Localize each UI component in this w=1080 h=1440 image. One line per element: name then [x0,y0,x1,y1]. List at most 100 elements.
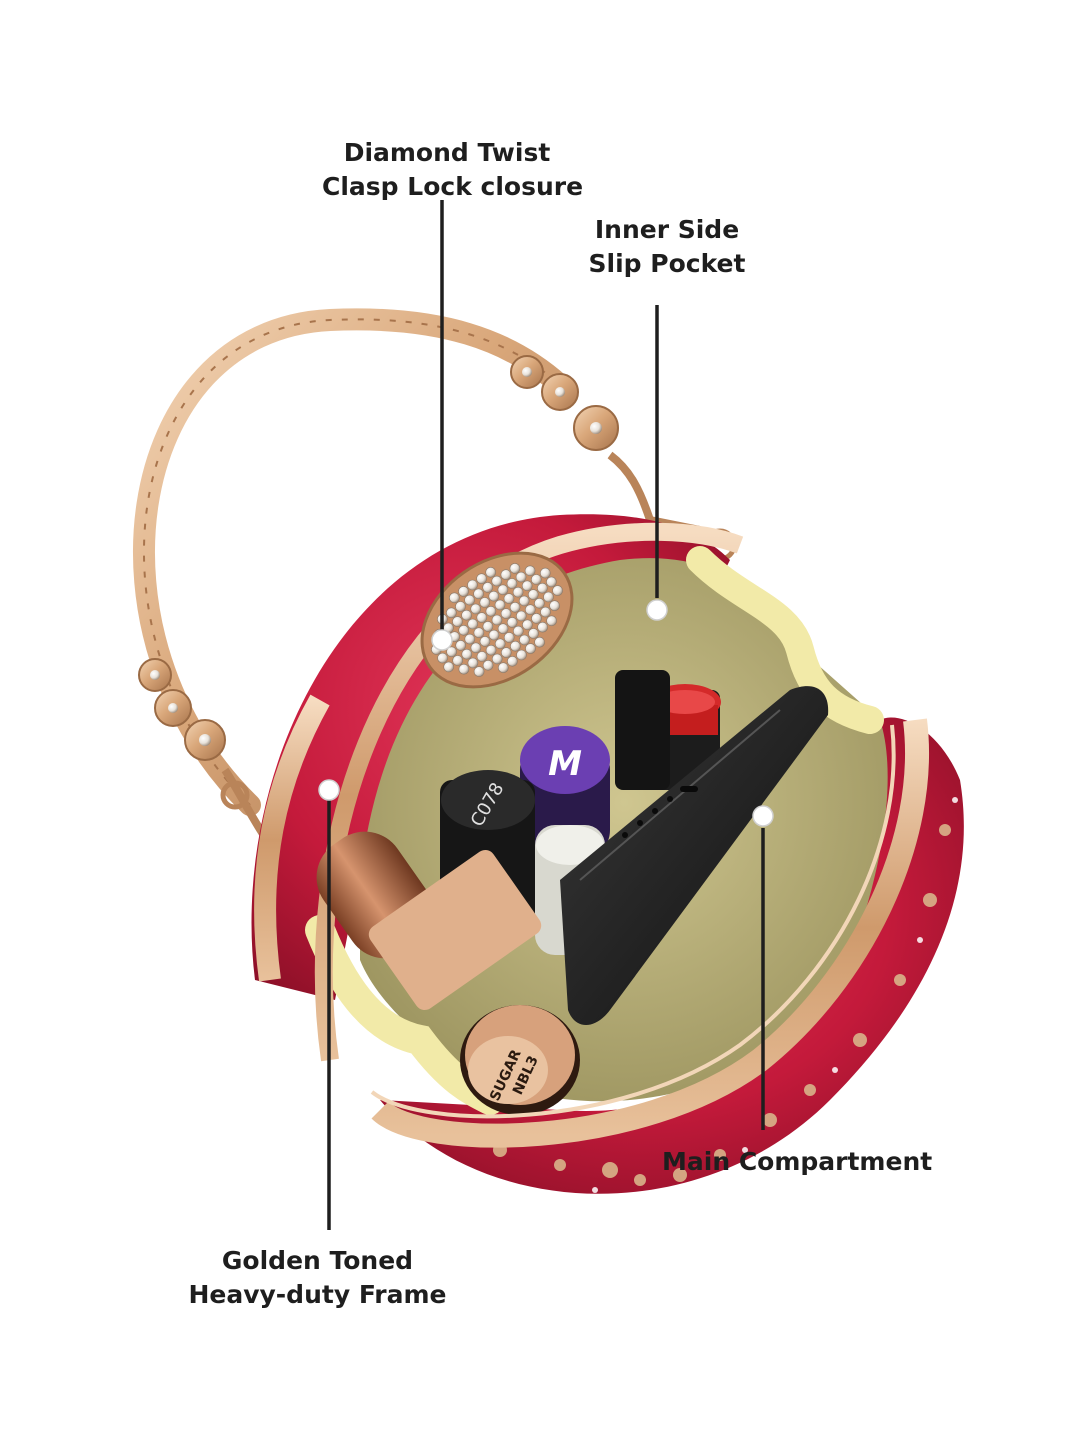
rhinestone [479,636,491,647]
rhinestone [527,589,539,600]
callout-clasp-label: Diamond Twist Clasp Lock closure [322,136,584,204]
rhinestone [458,624,470,636]
rhinestone [512,586,524,598]
rhinestone [464,594,475,606]
rhinestone [546,615,557,627]
rhinestone [512,625,524,637]
rhinestone [470,603,482,615]
bag-back-shell [251,514,730,1000]
rhinestone [467,657,479,669]
rhinestone [455,601,466,612]
rhinestone [537,582,548,594]
rhinestone [452,655,464,666]
rhinestone [552,585,563,596]
rhinestone [534,597,545,609]
rhinestone [473,588,484,600]
rhinestone [516,649,527,661]
rhinestone [437,652,448,664]
rhinestone [507,655,518,667]
rhinestone [515,571,527,583]
callout-lines [327,200,765,1230]
rhinestone [521,580,533,592]
rhinestone [476,612,488,623]
rhinestone [461,648,473,660]
rhinestone [503,593,515,604]
callout-clasp-line2: Clasp Lock closure [322,172,584,201]
frame-front-rim [254,694,930,1148]
rhinestone [491,653,503,665]
rhinestone [503,632,515,643]
bag-front-shell [380,717,964,1198]
frame-marker-dot [318,779,340,801]
rhinestone [524,604,536,616]
diamond-clasp [420,551,574,689]
rhinestone [506,617,518,628]
rhinestone [537,621,548,633]
rhinestone [519,634,530,646]
rhinestone [522,619,533,631]
tube-logo-text: M [548,744,582,784]
rhinestone [510,640,521,652]
bronze-bottle [316,831,542,1011]
rhinestone [476,651,488,662]
rhinestone [455,640,467,651]
rhinestone [458,586,469,597]
rhinestone [500,647,512,658]
rhinestone [497,623,509,635]
rhinestone [452,616,463,627]
rhinestone [528,628,539,639]
main-marker-dot [752,805,774,827]
rhinestone [500,569,512,581]
rhinestone [476,573,487,585]
callout-pocket-label: Inner Side Slip Pocket [572,213,762,281]
contents: M C078 SU [316,670,829,1115]
callout-frame-line2: Heavy-duty Frame [188,1280,447,1309]
rhinestone [497,662,509,674]
rhinestone [509,563,521,574]
rhinestone [506,578,518,589]
rhinestone [443,661,455,673]
rhinestone [546,576,557,588]
rhinestone [485,605,497,617]
rhinestone [549,600,560,612]
rhinestone [473,627,485,639]
rhinestone [497,584,509,596]
callout-main-line1: Main Compartment [662,1147,933,1176]
rhinestone [530,574,542,585]
rhinestone [543,591,554,603]
rhinestone [479,597,491,608]
rhinestone [482,582,494,593]
rhinestone [509,601,521,613]
rhinestone [449,592,460,604]
callout-main-label: Main Compartment [662,1145,947,1179]
rhinestone [467,579,478,591]
rhinestone [473,666,485,677]
rhinestone [491,575,503,587]
rhinestone [515,610,527,622]
rhinestone [491,614,503,626]
rhinestone [488,629,500,641]
rhinestone [446,607,457,619]
rhinestone [524,565,536,577]
rhinestone [446,646,457,658]
handle [132,308,737,883]
rhinestone [458,663,470,675]
rhinestone [485,566,497,578]
rhinestone [488,590,500,602]
rhinestone [539,567,551,579]
rhinestone [482,659,494,671]
callout-pocket-line1: Inner Side [594,215,740,244]
rhinestone [494,599,506,611]
rhinestone [531,613,542,624]
rhinestone [525,643,536,654]
rhinestone [518,595,530,607]
rhinestone [534,636,545,648]
rhinestone [482,621,494,632]
rhinestone [470,642,482,654]
callout-clasp-line1: Diamond Twist [343,138,551,167]
sugar-compact: SUGAR NBL3 [460,1005,580,1115]
rhinestone [464,633,476,645]
rhinestone [540,606,551,618]
rhinestone [494,638,506,650]
